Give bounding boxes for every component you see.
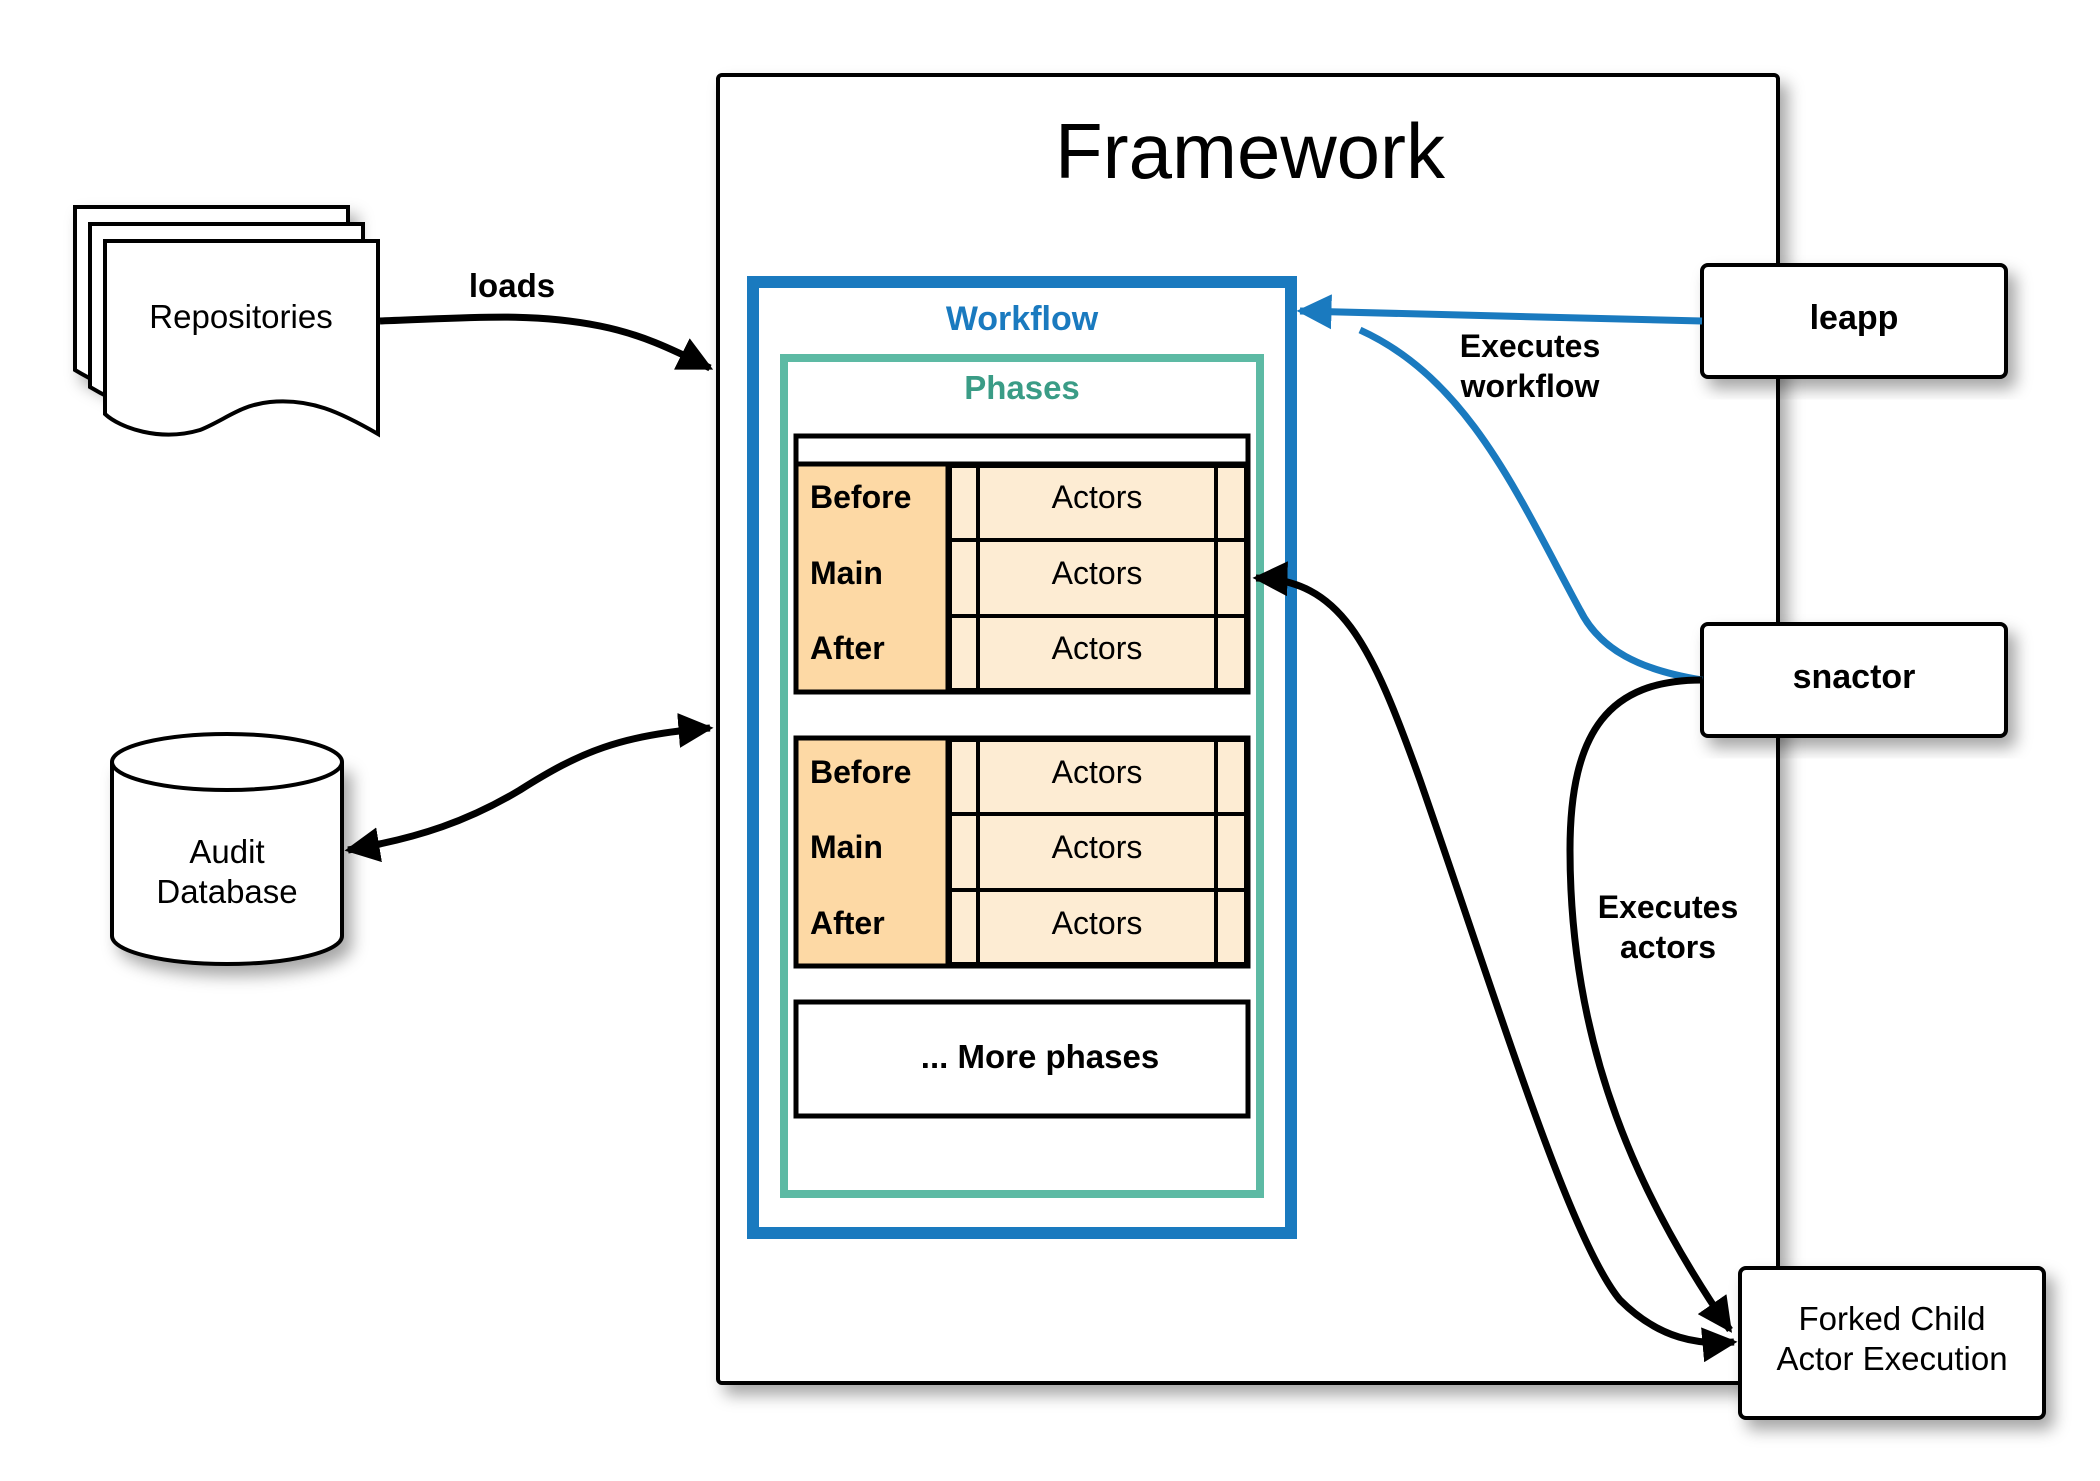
phase-1-main-left-slot	[948, 538, 980, 618]
phase-1-before-right-slot	[1214, 464, 1248, 542]
phase-2-before-right-slot	[1214, 738, 1248, 816]
edge-audit-database-framework	[344, 713, 714, 863]
edge-executes-workflow-line2: workflow	[1460, 368, 1600, 404]
forked-child-label-line1: Forked Child	[1798, 1300, 1985, 1337]
phase-1-after-label: After	[810, 630, 885, 666]
edge-repositories-loads-framework	[379, 313, 714, 372]
phase-2-main-label: Main	[810, 829, 883, 865]
phase-2-after-actors-cell	[976, 888, 1218, 966]
phase-2-main-right-slot	[1214, 812, 1248, 892]
edge-leapp-workflow	[1296, 294, 1703, 330]
phase-2-before-actors-cell	[976, 738, 1218, 816]
phase-1-main-right-slot	[1214, 538, 1248, 618]
forked-child-label-line2: Actor Execution	[1776, 1340, 2007, 1377]
phase-2-main-actors: Actors	[1052, 829, 1143, 865]
phase-header-strip	[793, 433, 1251, 467]
workflow-title: Workflow	[946, 300, 1099, 338]
phase-2-main-left-slot	[948, 812, 980, 892]
leapp-label: leapp	[1810, 299, 1899, 337]
edge-executes-actors-line1: Executes	[1598, 889, 1739, 925]
phase-1-after-left-slot	[948, 614, 980, 692]
phase-1-after-right-slot	[1214, 614, 1248, 692]
repositories-label: Repositories	[149, 298, 332, 335]
audit-database-label-line2: Database	[156, 873, 297, 910]
audit-database-node: Audit Database	[110, 732, 344, 966]
phase-2-after-right-slot	[1214, 888, 1248, 966]
edge-loads-label: loads	[469, 267, 555, 304]
edge-executes-workflow-line1: Executes	[1460, 328, 1601, 364]
phase-1-main-actors: Actors	[1052, 555, 1143, 591]
more-phases-box: ... More phases	[793, 999, 1251, 1119]
snactor-label: snactor	[1793, 658, 1916, 696]
phase-2-before-left-slot	[948, 738, 980, 816]
edge-executes-actors-line2: actors	[1620, 929, 1716, 965]
phase-1-after-actors-cell	[976, 614, 1218, 692]
edge-actors-forked-child	[1252, 561, 1738, 1363]
phase-2-after-left-slot	[948, 888, 980, 966]
phase-2-after-label: After	[810, 905, 885, 941]
phase-group-1: Before Actors Main Actors After Actors	[793, 461, 1251, 695]
snactor-node: snactor	[1700, 622, 2008, 738]
leapp-node: leapp	[1700, 263, 2008, 379]
audit-database-label-line1: Audit	[189, 833, 264, 870]
phase-1-after-actors: Actors	[1052, 630, 1143, 666]
phase-1-before-label: Before	[810, 479, 911, 515]
phase-group-2: Before Actors Main Actors After Actors	[793, 735, 1251, 969]
phase-1-before-left-slot	[948, 464, 980, 542]
phase-2-after-actors: Actors	[1052, 905, 1143, 941]
forked-child-node: Forked Child Actor Execution	[1738, 1266, 2046, 1420]
phase-1-before-actors: Actors	[1052, 479, 1143, 515]
framework-title: Framework	[1055, 107, 1446, 195]
phase-2-before-label: Before	[810, 754, 911, 790]
phases-title: Phases	[964, 369, 1080, 406]
phase-1-main-label: Main	[810, 555, 883, 591]
phase-2-before-actors: Actors	[1052, 754, 1143, 790]
more-phases-label: ... More phases	[921, 1038, 1159, 1075]
repositories-node: Repositories	[73, 205, 380, 438]
